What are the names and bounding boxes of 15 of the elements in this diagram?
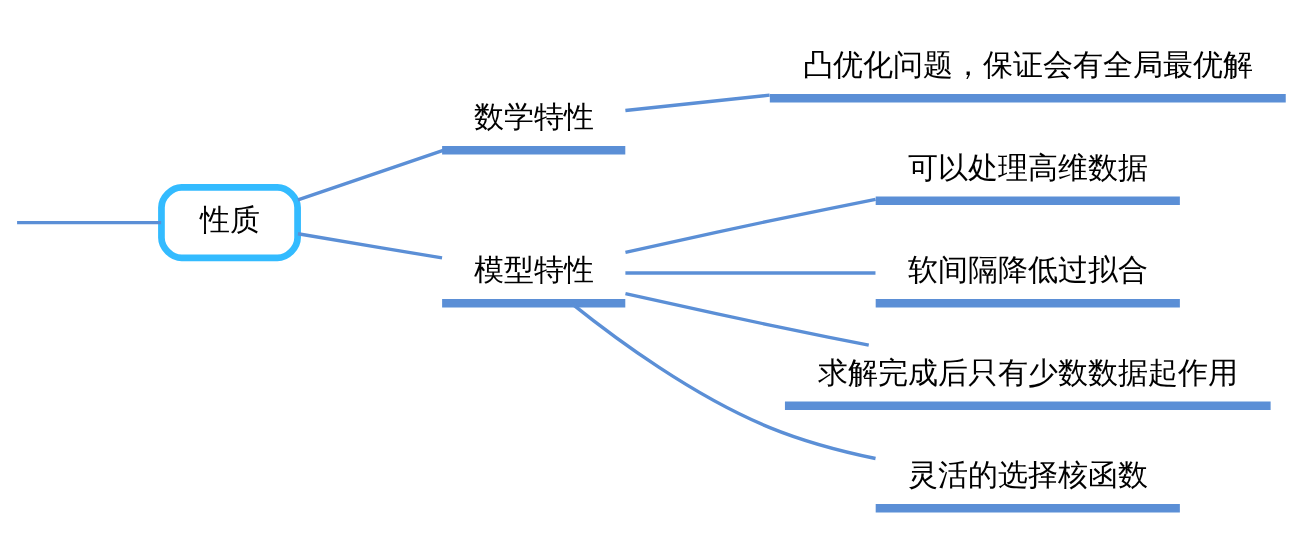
- node-text: 求解完成后只有少数数据起作用: [817, 354, 1238, 390]
- node-text: 凸优化问题，保证会有全局最优解: [802, 47, 1253, 83]
- connector: [625, 197, 876, 255]
- connector: [625, 291, 870, 347]
- connector: [297, 232, 443, 260]
- connector: [17, 220, 162, 225]
- node-text: 软间隔降低过拟合: [907, 252, 1148, 288]
- node-text: 可以处理高维数据: [907, 149, 1148, 185]
- connector: [625, 271, 876, 275]
- node-box: 性质: [158, 183, 301, 262]
- connector: [625, 93, 770, 113]
- node-text: 灵活的选择核函数: [907, 457, 1148, 493]
- node-text: 数学特性: [473, 99, 594, 135]
- node-text: 模型特性: [473, 252, 594, 288]
- connector: [297, 148, 444, 202]
